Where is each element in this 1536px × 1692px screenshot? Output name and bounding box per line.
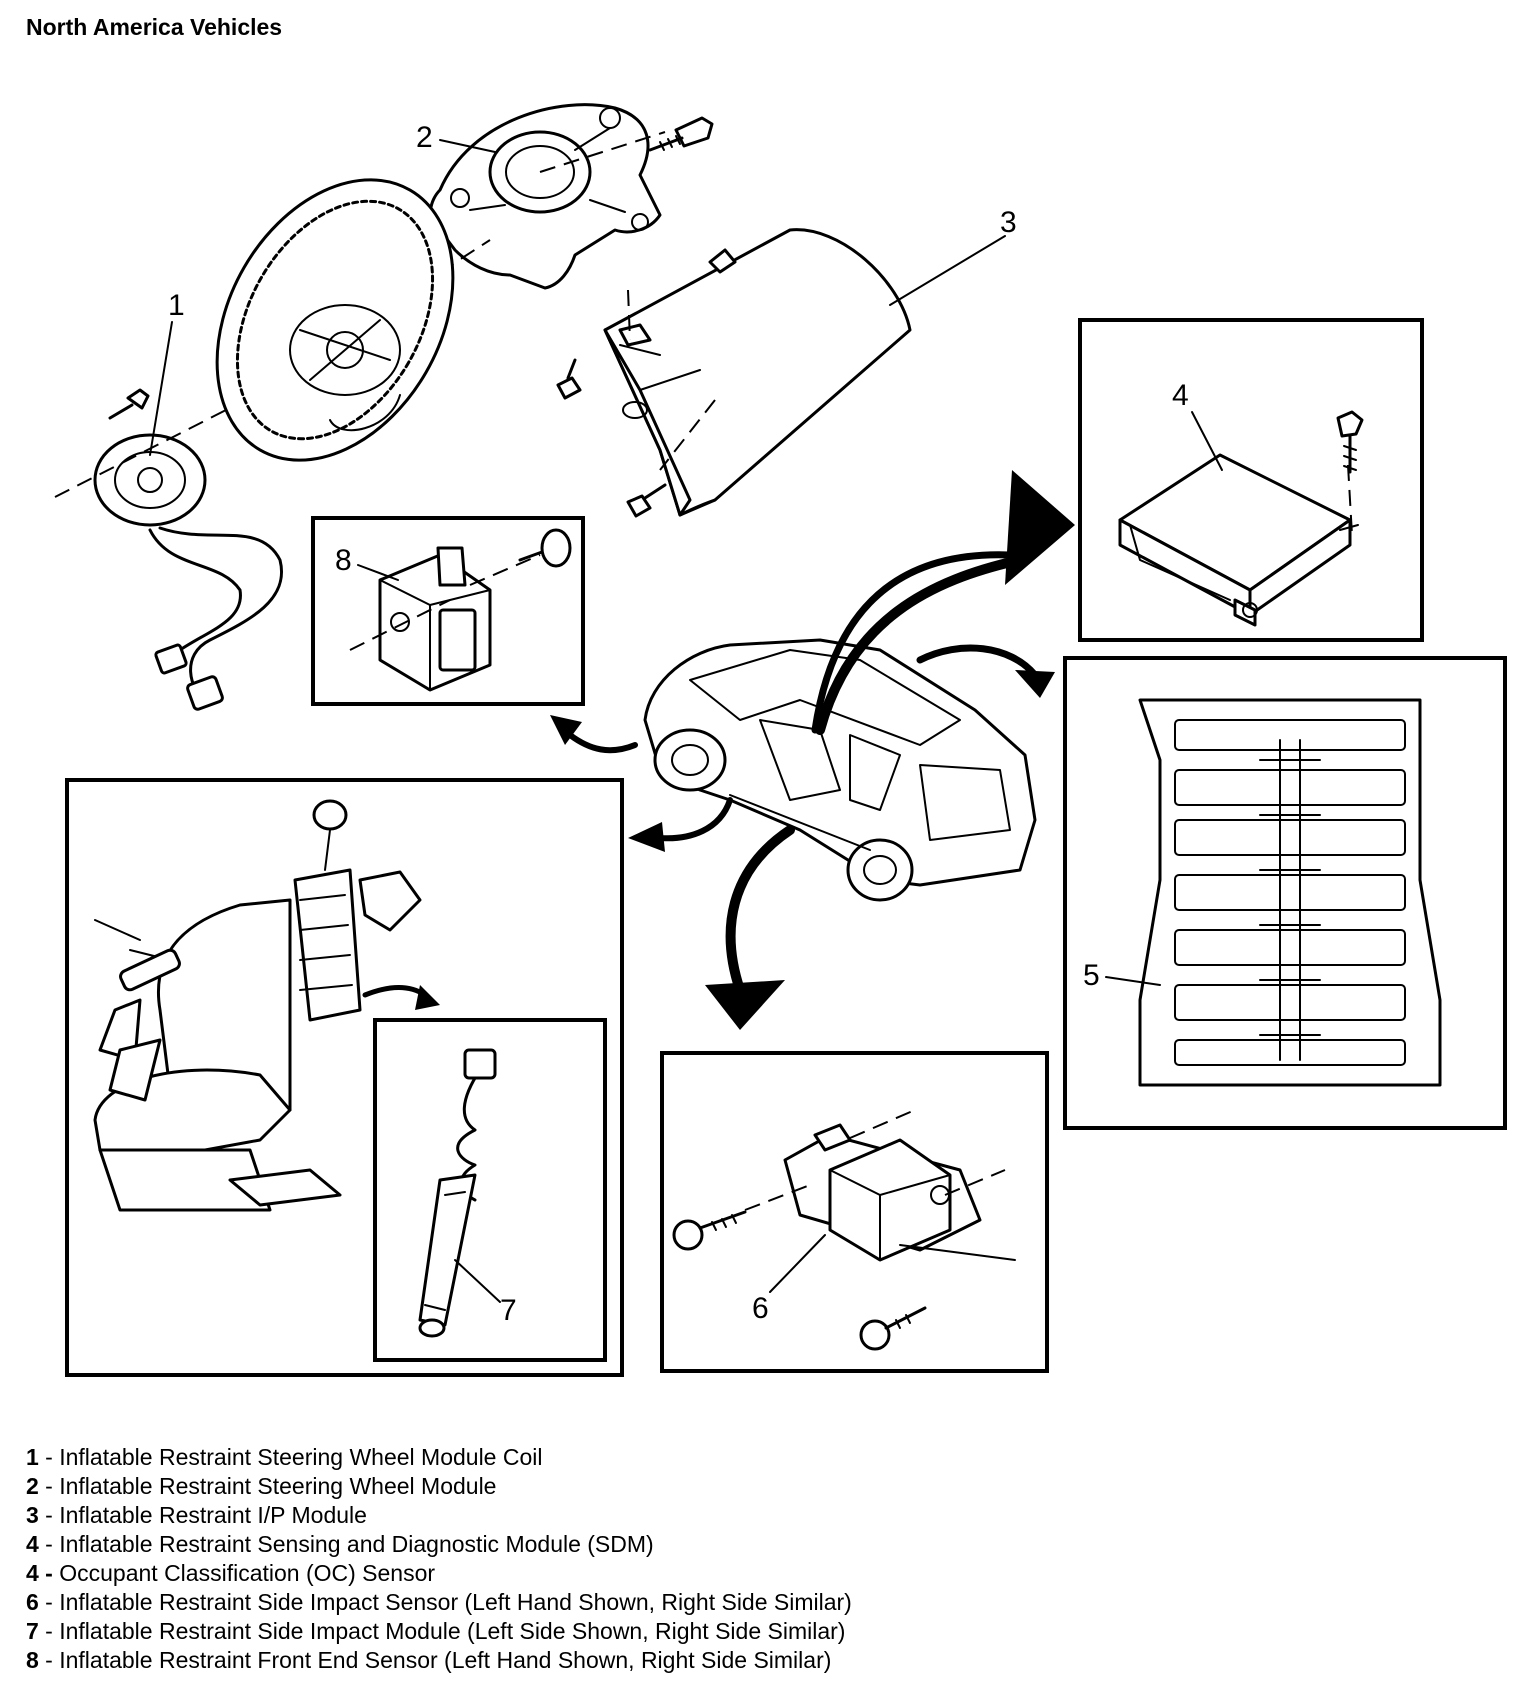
- sensor-6-axis-top: [849, 1109, 916, 1139]
- leader-8: [357, 564, 399, 581]
- legend-number: 2: [26, 1473, 39, 1499]
- legend-number: 4: [26, 1531, 39, 1557]
- sdm-illustration: [1118, 453, 1359, 627]
- seat-illustration: [93, 799, 422, 1212]
- legend-item: 3 - Inflatable Restraint I/P Module: [26, 1501, 852, 1530]
- legend-text: - Inflatable Restraint Steering Wheel Mo…: [38, 1473, 497, 1499]
- legend-item: 8 - Inflatable Restraint Front End Senso…: [26, 1646, 852, 1675]
- arrow-to-side-module: [628, 797, 733, 852]
- sensor-6-axis-right: [944, 1169, 1006, 1196]
- legend-item: 4 - Inflatable Restraint Sensing and Dia…: [26, 1530, 852, 1559]
- ip-bolt-left: [556, 358, 582, 400]
- legend-number: 8: [26, 1647, 39, 1673]
- leader-1: [149, 321, 173, 456]
- callout-4: 4: [1172, 379, 1189, 412]
- vehicle-illustration: [643, 638, 1037, 902]
- side-sensor-bolt-left: [672, 1210, 747, 1251]
- side-impact-sensor-illustration: [783, 1123, 982, 1262]
- callout-5: 5: [1083, 959, 1100, 992]
- ip-bolt-axis-bottom: [659, 399, 716, 471]
- arrow-to-front-sensor: [550, 715, 638, 754]
- coil-axis-line: [54, 407, 231, 498]
- callout-3: 3: [1000, 206, 1017, 239]
- front-end-sensor-illustration: [378, 546, 492, 692]
- oc-sensor-mat-illustration: [1138, 698, 1442, 1087]
- legend-item: 1 - Inflatable Restraint Steering Wheel …: [26, 1443, 852, 1472]
- side-impact-module-illustration: [418, 1048, 497, 1338]
- leader-2: [439, 139, 496, 153]
- legend-number: 3: [26, 1502, 39, 1528]
- callout-1: 1: [168, 289, 185, 322]
- arrow-to-sdm: [811, 470, 1075, 735]
- legend-item: 7 - Inflatable Restraint Side Impact Mod…: [26, 1617, 852, 1646]
- sensor-6-mount-line: [899, 1244, 1016, 1261]
- sensor-6-axis-left: [744, 1184, 811, 1211]
- legend-text: Occupant Classification (OC) Sensor: [52, 1560, 436, 1586]
- coil-screw: [108, 388, 150, 420]
- side-sensor-bolt-bottom: [859, 1306, 927, 1351]
- sdm-bolt: [1336, 410, 1364, 474]
- legend-number: 7: [26, 1618, 39, 1644]
- arrow-to-side-module-inset: [362, 985, 440, 1010]
- steering-wheel-module-illustration: [429, 103, 662, 290]
- leader-7: [454, 1259, 501, 1303]
- ip-bolt-bottom: [626, 483, 667, 518]
- legend-item: 2 - Inflatable Restraint Steering Wheel …: [26, 1472, 852, 1501]
- steering-wheel-illustration: [215, 178, 455, 462]
- arrow-to-side-sensor: [705, 825, 795, 1030]
- callout-6: 6: [752, 1292, 769, 1325]
- legend-text: - Inflatable Restraint Side Impact Modul…: [38, 1618, 846, 1644]
- legend-number: 4 -: [26, 1560, 53, 1586]
- legend-text: - Inflatable Restraint Steering Wheel Mo…: [38, 1444, 543, 1470]
- legend-item: 6 - Inflatable Restraint Side Impact Sen…: [26, 1588, 852, 1617]
- legend-number: 1: [26, 1444, 39, 1470]
- module-bolt-2: [648, 116, 714, 152]
- legend-number: 6: [26, 1589, 39, 1615]
- diagram-heading: North America Vehicles: [26, 14, 283, 40]
- sensor-8-axis-right: [469, 554, 541, 586]
- leader-5: [1105, 976, 1161, 986]
- module-bolt-axis: [539, 131, 666, 173]
- steering-wheel-coil-illustration: [93, 433, 283, 711]
- callout-7: 7: [500, 1294, 517, 1327]
- leader-4: [1191, 411, 1223, 471]
- legend-text: - Inflatable Restraint Sensing and Diagn…: [38, 1531, 654, 1557]
- arrow-to-oc-sensor: [916, 644, 1055, 698]
- sensor-8-axis-left: [349, 599, 451, 651]
- exploded-parts-diagram: 2 1 3: [54, 103, 1507, 1377]
- sdm-bolt-axis: [1347, 464, 1353, 536]
- legend-text: - Inflatable Restraint Front End Sensor …: [38, 1647, 832, 1673]
- legend-item: 4 - Occupant Classification (OC) Sensor: [26, 1559, 852, 1588]
- ip-bolt-axis-top: [627, 289, 631, 341]
- leader-6: [769, 1234, 826, 1293]
- callout-2: 2: [416, 121, 433, 154]
- callout-8: 8: [335, 544, 352, 577]
- ip-module-illustration: [603, 228, 912, 517]
- front-end-sensor-bolt: [518, 528, 572, 568]
- legend-text: - Inflatable Restraint I/P Module: [38, 1502, 367, 1528]
- leader-3: [889, 235, 1006, 306]
- legend-text: - Inflatable Restraint Side Impact Senso…: [38, 1589, 852, 1615]
- component-legend: 1 - Inflatable Restraint Steering Wheel …: [26, 1443, 852, 1675]
